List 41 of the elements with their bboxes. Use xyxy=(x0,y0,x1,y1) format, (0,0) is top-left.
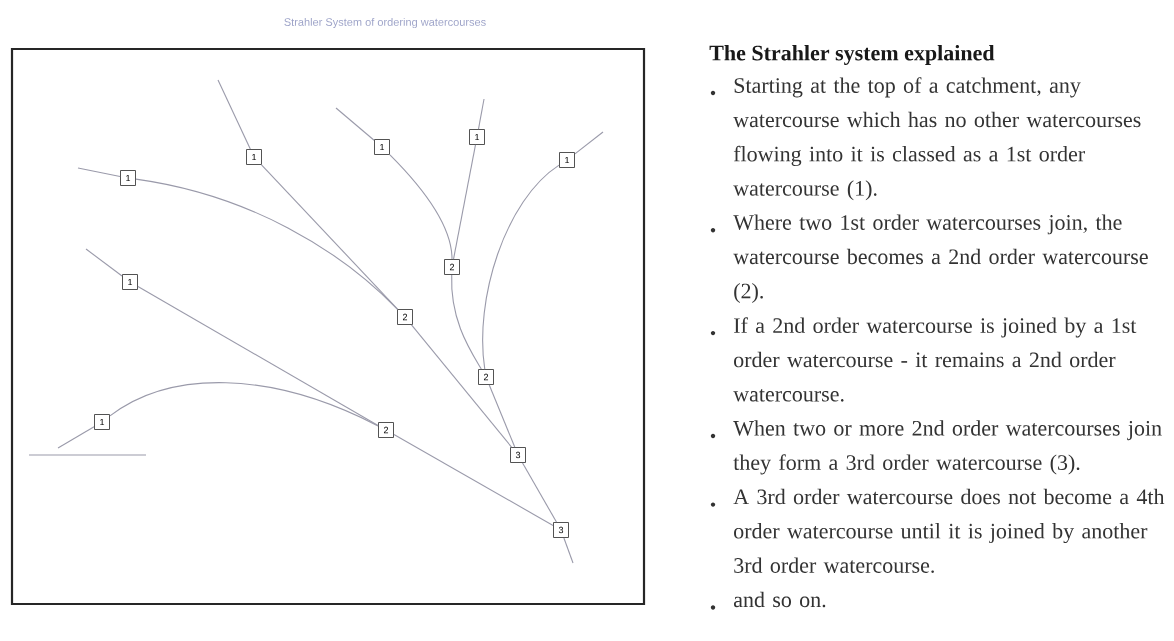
river-line xyxy=(260,164,399,310)
river-line xyxy=(57,426,95,449)
river-line xyxy=(109,382,379,427)
river-line xyxy=(451,274,482,370)
order-number-box: 2 xyxy=(378,422,394,438)
river-line xyxy=(563,537,574,564)
order-number-box: 2 xyxy=(397,309,413,325)
river-line xyxy=(217,79,251,150)
river-line xyxy=(77,167,121,177)
river-line xyxy=(335,107,375,141)
order-number-box: 3 xyxy=(553,522,569,538)
order-number-box: 1 xyxy=(94,414,110,430)
river-line xyxy=(488,384,516,448)
order-number-box: 1 xyxy=(120,170,136,186)
river-line xyxy=(482,164,560,370)
order-number-box: 3 xyxy=(510,447,526,463)
river-line xyxy=(85,248,123,277)
river-line xyxy=(389,154,453,260)
chart-title: Strahler System of ordering watercourses xyxy=(284,17,486,29)
heading: The Strahler system explained xyxy=(709,45,995,65)
order-number-box: 1 xyxy=(559,152,575,168)
order-number-box: 2 xyxy=(444,259,460,275)
order-number-box: 2 xyxy=(478,369,494,385)
order-number-box: 1 xyxy=(246,149,262,165)
order-number-box: 1 xyxy=(122,274,138,290)
diagram-frame xyxy=(10,47,646,606)
river-line xyxy=(137,286,379,426)
river-line xyxy=(453,144,477,260)
bullet-text: Where two 1st order watercourses join, the watercourse becomes a 2nd order watercourse (2). xyxy=(733,214,1148,303)
bullet-text: A 3rd order watercourse does not become a 4th order watercourse until it is joined by another 3rd order watercourse. xyxy=(733,488,1165,573)
order-number-box: 1 xyxy=(469,129,485,145)
river-line xyxy=(477,98,485,130)
bullet-text: If a 2nd order watercourse is joined by a 1st order watercourse - it remains a 2nd order watercourse. xyxy=(733,317,1137,402)
bullet-text: Starting at the top of a catchment, any watercourse which has no other watercourses flowing into it is classed as a 1st order watercourse (1). xyxy=(733,77,1141,201)
river-line xyxy=(522,462,557,523)
bullet-text: and so on. xyxy=(734,591,826,608)
river-line xyxy=(393,434,554,526)
bullet-text: When two or more 2nd order watercourses join they form a 3rd order watercourse (3). xyxy=(733,420,1162,475)
river-line xyxy=(410,324,513,448)
river-line xyxy=(574,131,604,155)
order-number-box: 1 xyxy=(374,139,390,155)
